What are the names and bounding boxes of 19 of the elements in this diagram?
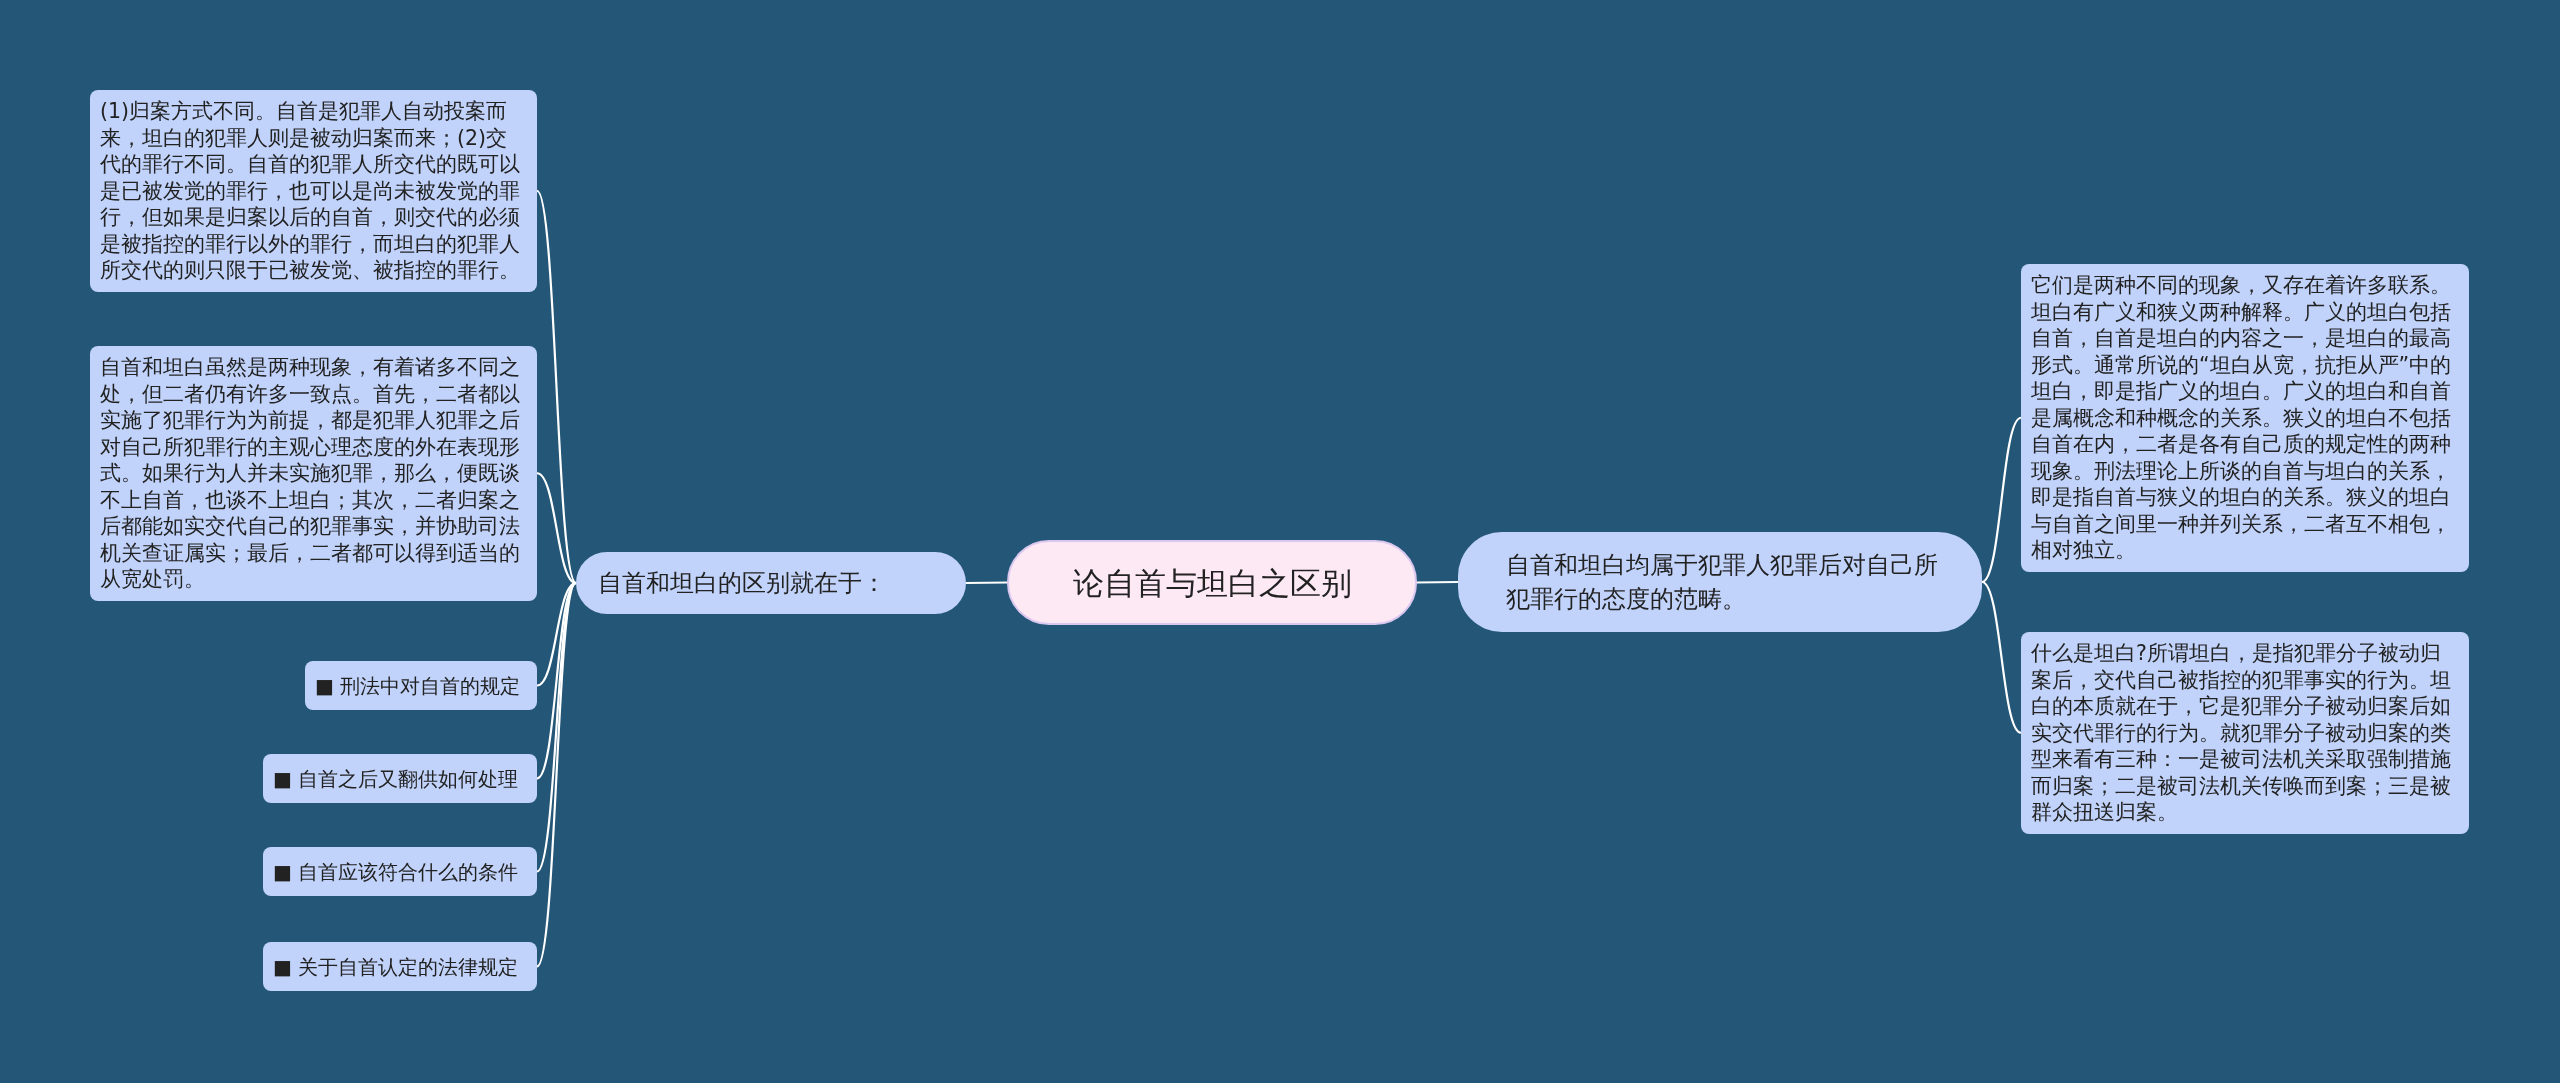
connector-line	[1417, 580, 1458, 584]
note-box: 自首和坦白虽然是两种现象，有着诸多不同之处，但二者仍有许多一致点。首先，二者都以实施了犯罪行为为前提，都是犯罪人犯罪之后对自己所犯罪行的主观心理态度的外在表现形式。如果行为人并未实施犯罪，那么，便既谈不上自首，也谈不上坦白；其次，二者归案之后都能如实交代自己的犯罪事实，并协助司法机关查证属实；最后，二者都可以得到适当的从宽处罚。	[90, 346, 537, 601]
note-box: ■ 自首应该符合什么的条件	[263, 847, 537, 896]
connector-line	[1981, 581, 2022, 734]
note-box: ■ 自首之后又翻供如何处理	[263, 754, 537, 803]
note-box: ■ 关于自首认定的法律规定	[263, 942, 537, 991]
connector-line	[536, 190, 577, 584]
branch-box: 自首和坦白的区别就在于：	[576, 552, 966, 614]
connector-line	[1981, 416, 2022, 583]
branch-box: 自首和坦白均属于犯罪人犯罪后对自己所犯罪行的态度的范畴。	[1458, 532, 1982, 632]
connector-line	[536, 582, 577, 873]
note-box: ■ 刑法中对自首的规定	[305, 661, 537, 710]
connector-line	[966, 581, 1007, 585]
topic-box: 论自首与坦白之区别	[1007, 540, 1417, 625]
connector-line	[536, 472, 577, 584]
connector-line	[536, 582, 577, 968]
note-box: 它们是两种不同的现象，又存在着许多联系。坦白有广义和狭义两种解释。广义的坦白包括自首，自首是坦白的内容之一，是坦白的最高形式。通常所说的“坦白从宽，抗拒从严”中的坦白，即是指广义的坦白。广义的坦白和自首是属概念和种概念的关系。狭义的坦白不包括自首在内，二者是各有自己质的规定性的两种现象。刑法理论上所谈的自首与坦白的关系，即是指自首与狭义的坦白的关系。狭义的坦白与自首之间里一种并列关系，二者互不相包，相对独立。	[2021, 264, 2469, 572]
note-box: 什么是坦白?所谓坦白，是指犯罪分子被动归案后，交代自己被指控的犯罪事实的行为。坦白的本质就在于，它是犯罪分子被动归案后如实交代罪行的行为。就犯罪分子被动归案的类型来看有三种：一是被司法机关采取强制措施而归案；二是被司法机关传唤而到案；三是被群众扭送归案。	[2021, 632, 2469, 834]
note-box: (1)归案方式不同。自首是犯罪人自动投案而来，坦白的犯罪人则是被动归案而来；(2)交代的罪行不同。自首的犯罪人所交代的既可以是已被发觉的罪行，也可以是尚未被发觉的罪行，但如果是归案以后的自首，则交代的必须是被指控的罪行以外的罪行，而坦白的犯罪人所交代的则只限于已被发觉、被指控的罪行。	[90, 90, 537, 292]
